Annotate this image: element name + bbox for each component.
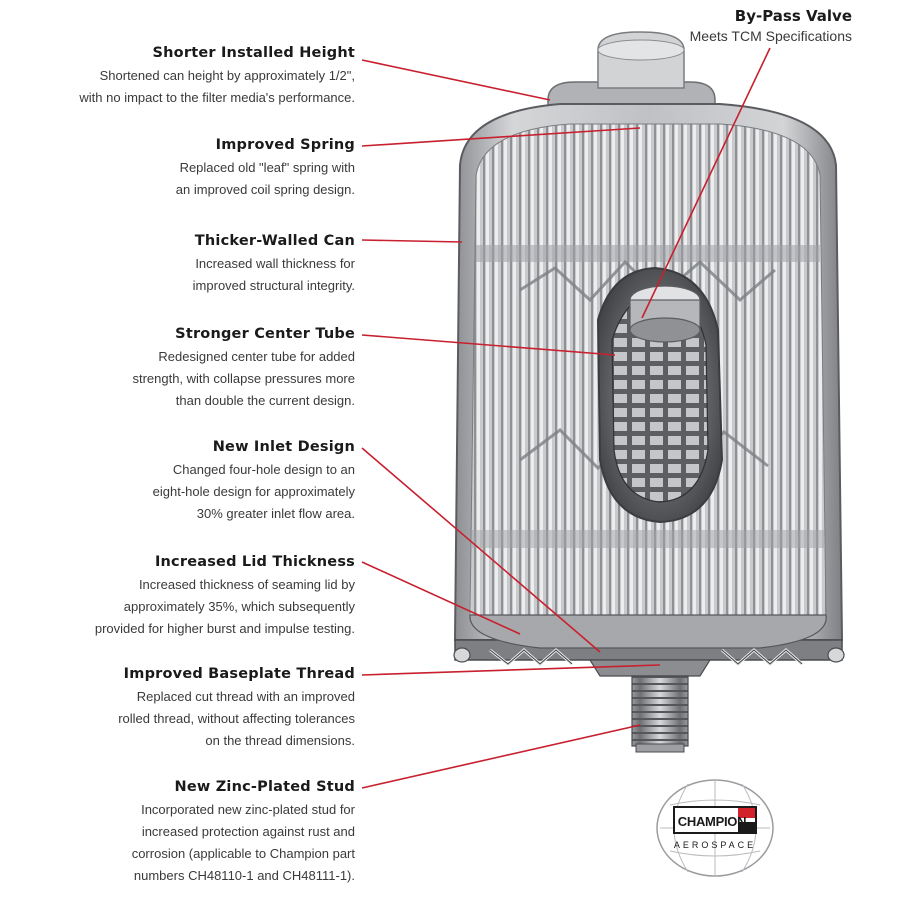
bypass-valve-subtitle: Meets TCM Specifications bbox=[689, 28, 852, 44]
pleat-shadow-band bbox=[472, 530, 824, 548]
callout-title: Improved Baseplate Thread bbox=[123, 666, 355, 682]
baseplate bbox=[588, 659, 712, 677]
logo-subtext: AEROSPACE bbox=[674, 840, 756, 850]
stud-tip bbox=[635, 743, 685, 753]
leader-bypass-valve bbox=[641, 47, 771, 319]
callout-shorter-height: Shorter Installed Height Shortened can h… bbox=[15, 44, 355, 109]
leader-thicker-can bbox=[361, 239, 463, 243]
leader-shorter-height bbox=[361, 59, 551, 101]
callout-zinc-stud: New Zinc-Plated Stud Incorporated new zi… bbox=[15, 778, 355, 887]
leader-lid-thickness bbox=[361, 561, 521, 635]
leader-improved-spring bbox=[361, 127, 641, 147]
leader-lines bbox=[361, 47, 771, 789]
logo-wordmark: CHAMPION bbox=[678, 814, 746, 829]
callout-lid-thickness: Increased Lid Thickness Increased thickn… bbox=[15, 553, 355, 640]
bypass-valve-callout: By-Pass Valve Meets TCM Specifications bbox=[600, 6, 852, 46]
callout-inlet-design: New Inlet Design Changed four-hole desig… bbox=[15, 438, 355, 525]
leader-center-tube bbox=[361, 334, 616, 356]
callout-center-tube: Stronger Center Tube Redesigned center t… bbox=[15, 325, 355, 412]
bypass-valve-title: By-Pass Valve bbox=[734, 7, 852, 25]
pleat-shadow-band bbox=[476, 245, 820, 262]
callout-title: New Zinc-Plated Stud bbox=[174, 779, 355, 795]
callout-title: Shorter Installed Height bbox=[152, 45, 355, 61]
leader-inlet-design bbox=[361, 447, 601, 653]
bypass-valve-part bbox=[629, 285, 701, 343]
callout-improved-spring: Improved Spring Replaced old "leaf" spri… bbox=[15, 136, 355, 201]
champion-logo: CHAMPION AEROSPACE bbox=[656, 779, 774, 877]
callout-text: Shortened can height by approximately 1/… bbox=[79, 68, 355, 105]
callout-title: New Inlet Design bbox=[212, 439, 355, 455]
leader-zinc-stud bbox=[361, 724, 641, 789]
callout-title: Improved Spring bbox=[215, 137, 355, 153]
callout-title: Thicker-Walled Can bbox=[194, 233, 355, 249]
callout-thicker-can: Thicker-Walled Can Increased wall thickn… bbox=[15, 232, 355, 297]
seaming-lid bbox=[453, 614, 845, 666]
callout-title: Increased Lid Thickness bbox=[154, 554, 355, 570]
leader-baseplate-thread bbox=[361, 664, 661, 676]
callout-baseplate-thread: Improved Baseplate Thread Replaced cut t… bbox=[15, 665, 355, 752]
callout-title: Stronger Center Tube bbox=[175, 326, 355, 342]
threaded-stud bbox=[631, 675, 689, 747]
